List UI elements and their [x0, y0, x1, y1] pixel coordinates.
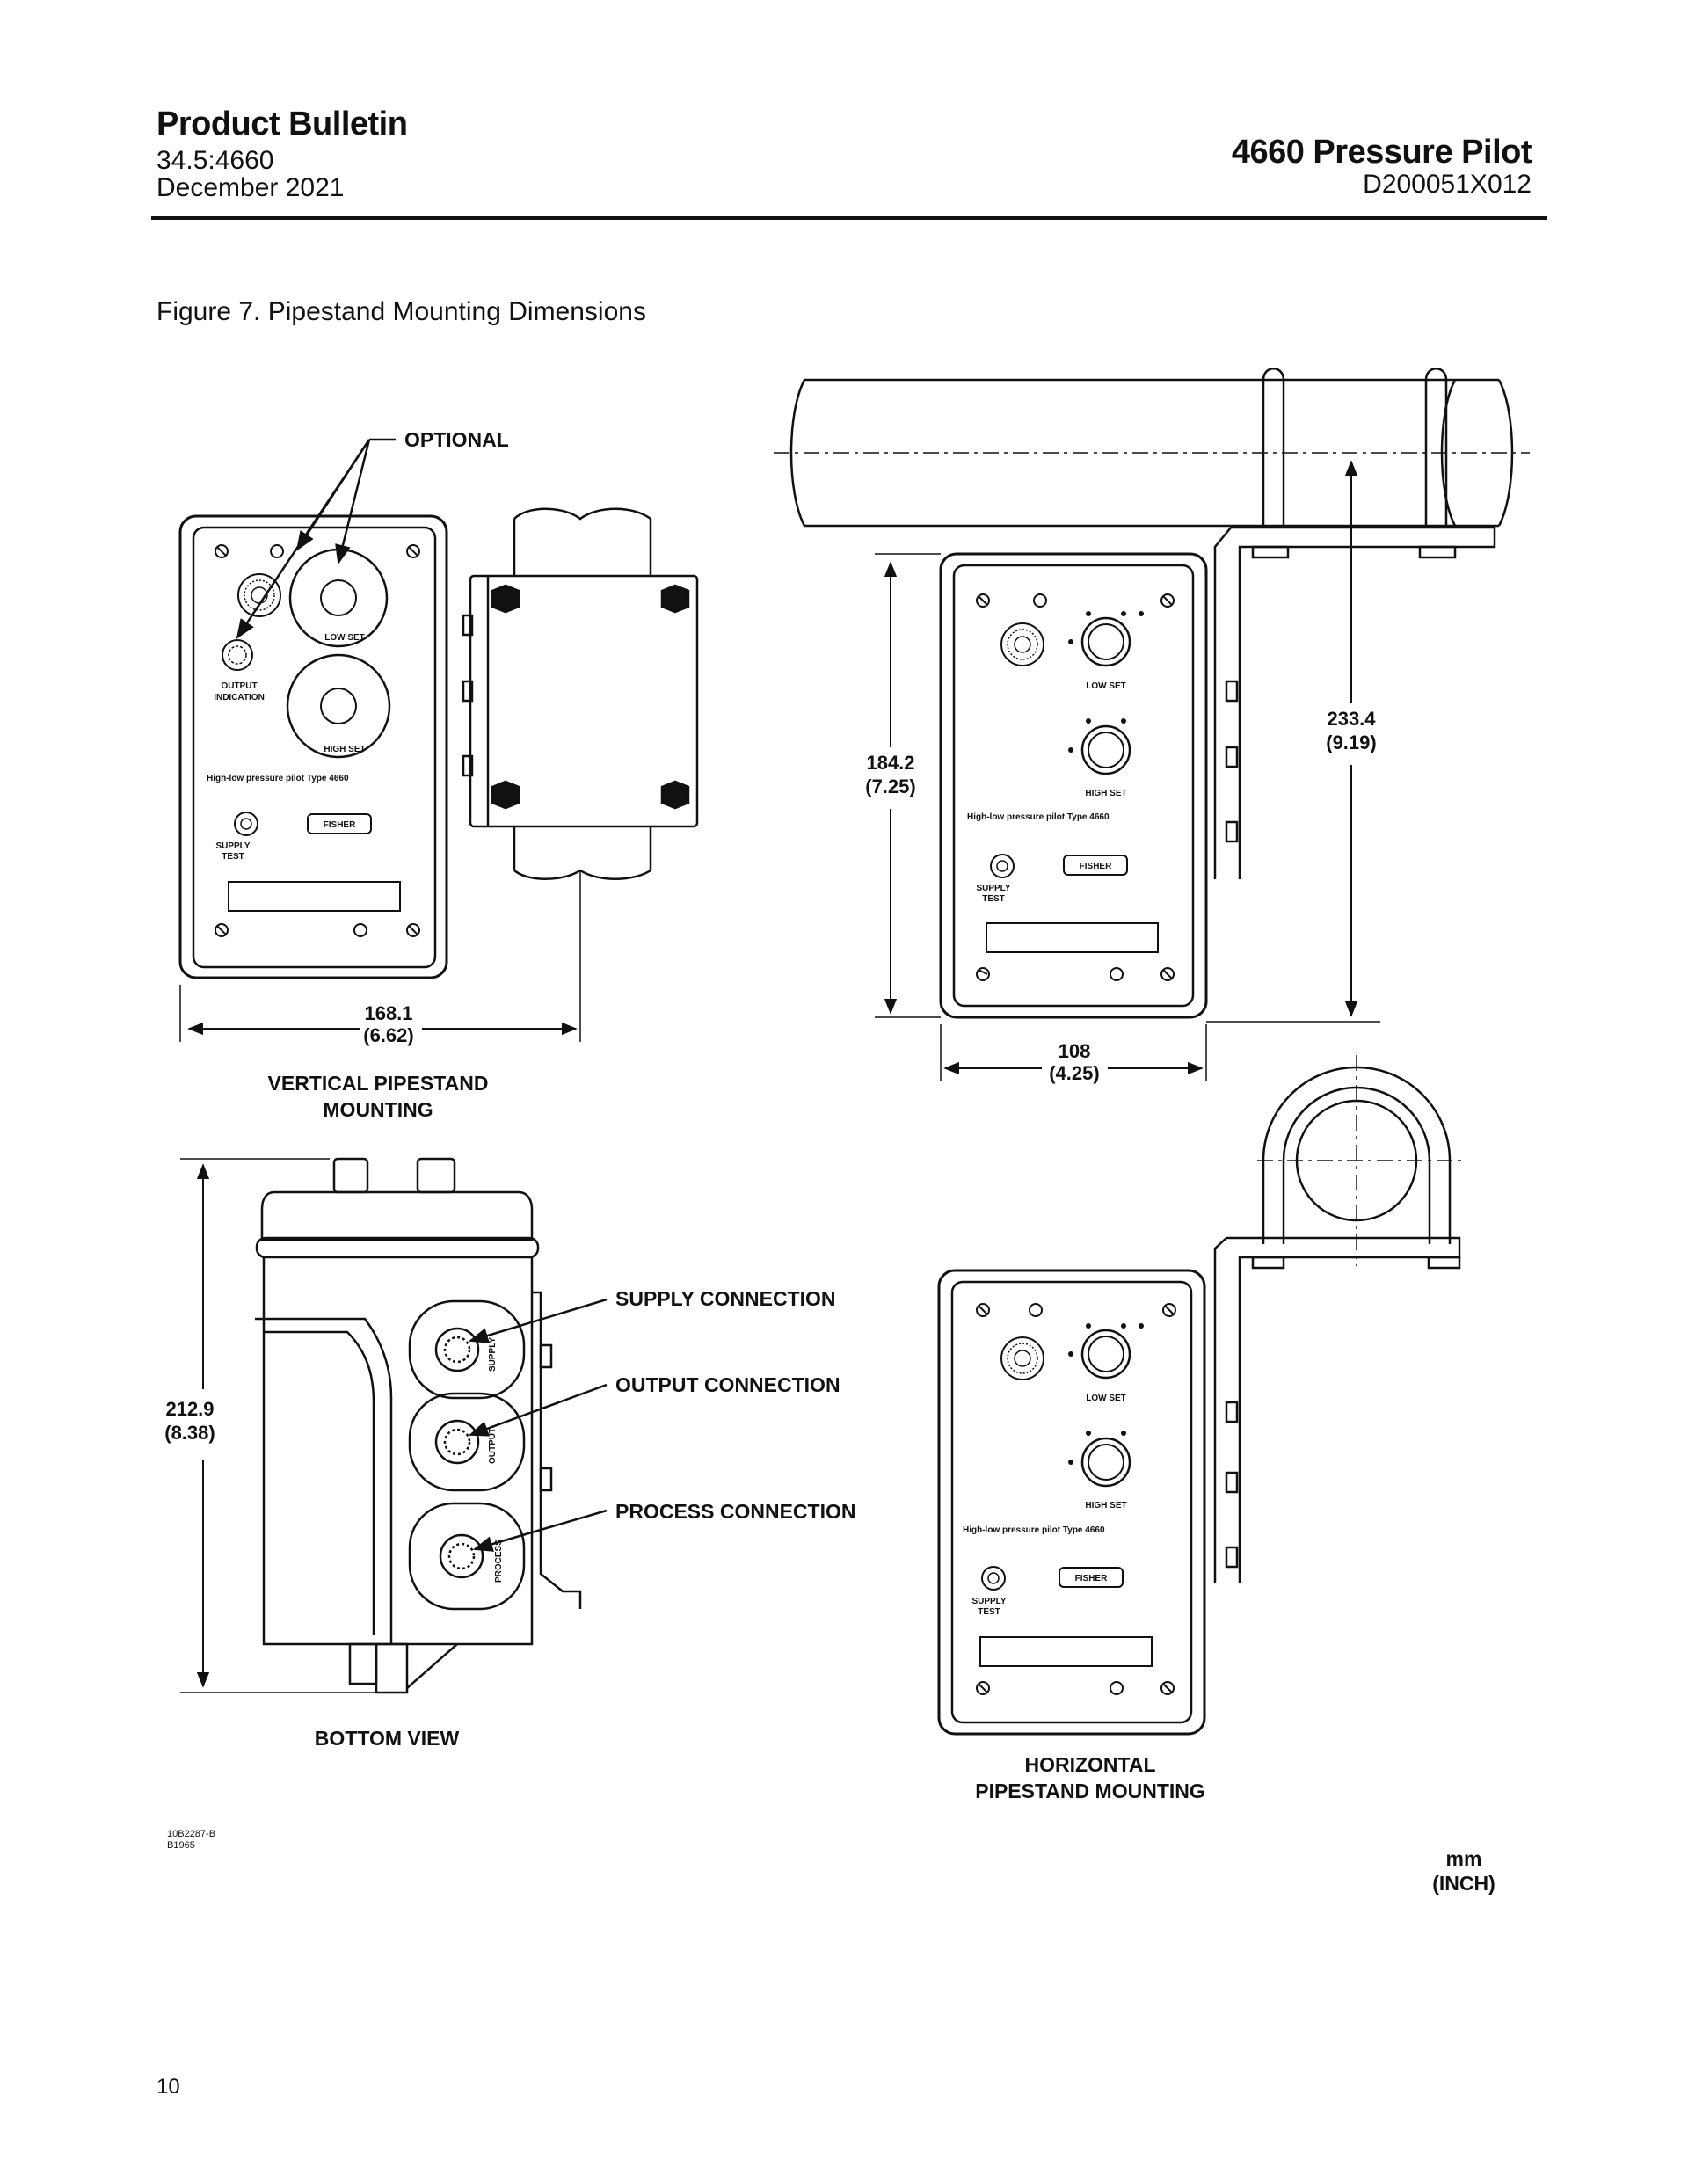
fisher-badge-v: FISHER: [324, 820, 356, 830]
port-supply-label: SUPPLY: [488, 1337, 498, 1372]
high-set-label-h1: HIGH SET: [1085, 789, 1126, 798]
vertical-view-title-2: MOUNTING: [323, 1098, 433, 1121]
fisher-badge-h2: FISHER: [1075, 1574, 1108, 1583]
dim-bottom-height-mm: 212.9: [165, 1398, 214, 1420]
figure-caption: Figure 7. Pipestand Mounting Dimensions: [156, 297, 646, 326]
drawing-number-1: 10B2287-B: [167, 1829, 216, 1839]
low-set-label-v: LOW SET: [324, 633, 365, 643]
dim-vertical-width-mm: 168.1: [364, 1002, 412, 1024]
dim-horizontal-total-mm: 233.4: [1327, 708, 1376, 730]
supply-test-label-h1-1: SUPPLY: [976, 884, 1010, 893]
doc-date: December 2021: [156, 173, 345, 202]
dim-horizontal-width-mm: 108: [1059, 1040, 1091, 1062]
product-title: 4660 Pressure Pilot: [1231, 134, 1532, 171]
port-process-label: PROCESS: [494, 1540, 504, 1583]
type-label-h2: High-low pressure pilot Type 4660: [963, 1525, 1105, 1535]
process-connection-callout: PROCESS CONNECTION: [615, 1500, 855, 1523]
output-indication-label-2: INDICATION: [214, 693, 265, 703]
units-mm: mm: [1445, 1847, 1482, 1870]
units-note: mm (INCH): [1407, 1846, 1521, 1896]
supply-test-label-v-2: TEST: [222, 852, 244, 862]
drawing-number-2: B1965: [167, 1840, 195, 1851]
high-set-label-h2: HIGH SET: [1085, 1501, 1126, 1511]
dim-horizontal-width-in: (4.25): [1049, 1062, 1099, 1084]
horizontal-view-title-2: PIPESTAND MOUNTING: [975, 1780, 1205, 1802]
bottom-view: [180, 1157, 608, 1694]
bottom-view-title: BOTTOM VIEW: [315, 1727, 460, 1750]
low-set-label-h1: LOW SET: [1086, 681, 1126, 691]
horizontal-mounting-side-view: [937, 1055, 1464, 1736]
dim-bottom-height-in: (8.38): [164, 1422, 215, 1444]
supply-test-label-v-1: SUPPLY: [215, 841, 250, 851]
dim-vertical-width-in: (6.62): [363, 1024, 413, 1046]
optional-callout: OPTIONAL: [404, 428, 509, 451]
high-set-label-v: HIGH SET: [324, 745, 365, 754]
dim-horizontal-height-in: (7.25): [865, 775, 915, 797]
supply-test-label-h2-2: TEST: [978, 1607, 1000, 1617]
output-indication-label-1: OUTPUT: [221, 681, 257, 691]
type-label-h1: High-low pressure pilot Type 4660: [967, 812, 1110, 822]
low-set-label-h2: LOW SET: [1086, 1394, 1126, 1403]
output-connection-callout: OUTPUT CONNECTION: [615, 1373, 840, 1396]
units-inch: (INCH): [1432, 1872, 1495, 1895]
supply-test-label-h1-2: TEST: [982, 894, 1005, 904]
fisher-badge-h1: FISHER: [1080, 862, 1112, 871]
vertical-mounting-view: [178, 438, 699, 1042]
horizontal-view-title-1: HORIZONTAL: [1024, 1753, 1155, 1776]
doc-number: 34.5:4660: [156, 146, 274, 175]
supply-test-label-h2-1: SUPPLY: [971, 1597, 1006, 1606]
header-rule: [151, 216, 1547, 220]
bulletin-title: Product Bulletin: [156, 106, 408, 142]
port-output-label: OUTPUT: [488, 1428, 498, 1464]
page-number: 10: [156, 2075, 180, 2099]
vertical-view-title-1: VERTICAL PIPESTAND: [268, 1072, 489, 1095]
type-label-v: High-low pressure pilot Type 4660: [207, 774, 349, 783]
dim-horizontal-total-in: (9.19): [1326, 732, 1376, 753]
drawing-number: 10B2287-B B1965: [167, 1829, 215, 1852]
dim-horizontal-height-mm: 184.2: [866, 752, 914, 774]
doc-code: D200051X012: [1363, 170, 1532, 199]
horizontal-mounting-top-view: [774, 368, 1530, 1081]
supply-connection-callout: SUPPLY CONNECTION: [615, 1287, 836, 1310]
